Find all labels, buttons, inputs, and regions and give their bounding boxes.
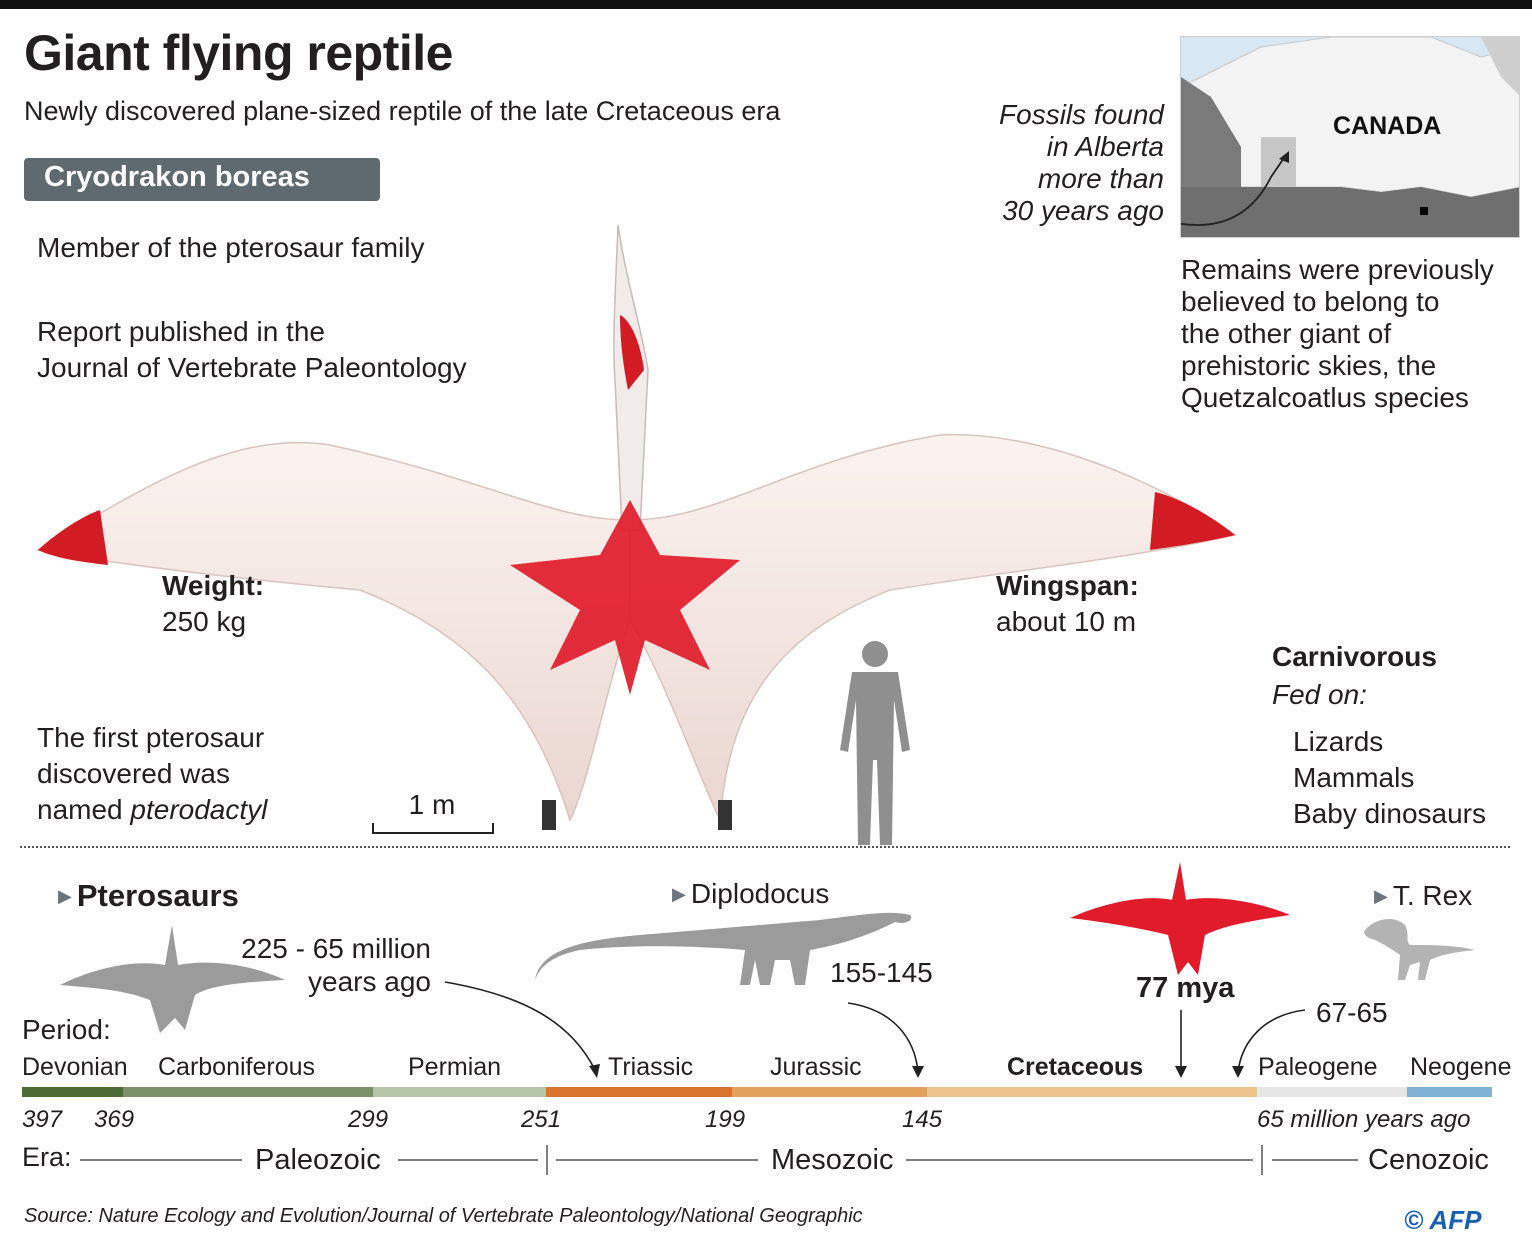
year-tick: 199 [705, 1106, 746, 1133]
cryodrakon-icon [1070, 862, 1290, 975]
period-cretaceous: Cretaceous [1007, 1053, 1144, 1081]
era-heading: Era: [22, 1142, 72, 1172]
present-label: 65 million years ago [1257, 1106, 1471, 1133]
pterosaurs-range: 225 - 65 million years ago [226, 932, 431, 998]
trex-range: 67-65 [1316, 997, 1388, 1028]
diet-block: Carnivorous Fed on: Lizards Mammals Baby… [1272, 638, 1486, 832]
period-bar-triassic [546, 1087, 732, 1097]
map-country-label: CANADA [1333, 112, 1441, 140]
pterosaur-illustration [35, 224, 1237, 830]
pterosaurs-range-line-2: years ago [308, 966, 431, 997]
remains-line-1: Remains were previously [1181, 254, 1494, 285]
cryodrakon-date: 77 mya [1136, 972, 1235, 1004]
wingspan-value: about 10 m [996, 606, 1137, 637]
era-mesozoic: Mesozoic [771, 1144, 894, 1176]
remains-line-2: believed to belong to [1181, 286, 1440, 317]
section-divider [20, 846, 1510, 848]
triangle-icon: ▶ [1374, 886, 1393, 906]
page-title: Giant flying reptile [24, 25, 453, 81]
period-jurassic: Jurassic [770, 1053, 862, 1081]
period-triassic: Triassic [608, 1053, 694, 1081]
first-pterosaur-fact: The first pterosaur discovered was named… [37, 720, 267, 828]
year-tick: 299 [348, 1106, 389, 1133]
era-paleozoic: Paleozoic [255, 1144, 381, 1176]
year-tick: 397 [22, 1106, 63, 1133]
year-tick: 145 [902, 1106, 943, 1133]
triangle-icon: ▶ [672, 884, 691, 904]
wingspan-label: Wingspan: [996, 570, 1139, 601]
period-carboniferous: Carboniferous [158, 1053, 316, 1081]
map-caption-line-1: Fossils found [999, 99, 1164, 130]
canada-map: CANADA [1180, 36, 1520, 238]
period-bar-jurassic [732, 1087, 927, 1097]
year-tick: 369 [94, 1106, 135, 1133]
remains-line-3: the other giant of [1181, 318, 1392, 349]
first-line-3-prefix: named [37, 794, 131, 825]
map-caption: Fossils found in Alberta more than 30 ye… [960, 99, 1164, 227]
scale-line [372, 823, 494, 834]
era-cenozoic: Cenozoic [1368, 1144, 1489, 1176]
period-bar-cretaceous [927, 1087, 1257, 1097]
family-fact: Member of the pterosaur family [37, 232, 425, 263]
first-line-2: discovered was [37, 758, 230, 789]
report-line-2: Journal of Vertebrate Paleontology [37, 352, 467, 383]
diet-heading: Carnivorous [1272, 641, 1437, 672]
scale-bar: 1 m [372, 787, 494, 835]
first-line-1: The first pterosaur [37, 722, 265, 753]
year-tick: 251 [521, 1106, 562, 1133]
period-neogene: Neogene [1410, 1053, 1512, 1081]
diplodocus-range: 155-145 [830, 957, 933, 988]
period-devonian: Devonian [22, 1053, 128, 1081]
period-bar-permian [373, 1087, 546, 1097]
period-bar-neogene [1407, 1087, 1492, 1097]
diet-item: Mammals [1293, 762, 1415, 793]
trex-text: T. Rex [1392, 880, 1473, 911]
pterodactyl-name: pterodactyl [130, 794, 268, 825]
trex-label: ▶ T. Rex [1374, 880, 1472, 912]
diplodocus-label: ▶ Diplodocus [672, 878, 829, 910]
top-rule [0, 0, 1532, 9]
pterosaurs-label: ▶ Pterosaurs [58, 878, 239, 914]
pterosaurs-range-line-1: 225 - 65 million [241, 933, 431, 964]
human-silhouette [840, 641, 910, 845]
page-subtitle: Newly discovered plane-sized reptile of … [24, 96, 781, 126]
remains-line-4: prehistoric skies, the [1181, 350, 1437, 381]
afp-credit: © AFP [1404, 1205, 1482, 1235]
scale-label: 1 m [408, 789, 456, 820]
period-bar-paleogene [1257, 1087, 1407, 1097]
report-fact: Report published in the Journal of Verte… [37, 314, 467, 386]
species-badge: Cryodrakon boreas [24, 158, 380, 201]
pterosaur-icon [60, 925, 285, 1033]
period-bar-devonian [22, 1087, 123, 1097]
diplodocus-icon [535, 912, 912, 985]
period-paleogene: Paleogene [1258, 1053, 1378, 1081]
remains-note: Remains were previously believed to belo… [1181, 254, 1494, 414]
diet-subheading: Fed on: [1272, 679, 1367, 710]
period-heading: Period: [22, 1014, 111, 1045]
diet-item: Baby dinosaurs [1293, 798, 1487, 829]
report-line-1: Report published in the [37, 316, 325, 347]
first-line-3: named pterodactyl [37, 792, 267, 828]
map-caption-line-2: in Alberta [1046, 131, 1164, 162]
weight-value: 250 kg [162, 606, 247, 637]
triangle-icon: ▶ [58, 886, 77, 906]
remains-line-5: Quetzalcoatlus species [1181, 382, 1469, 413]
diet-item: Lizards [1293, 726, 1384, 757]
weight-label: Weight: [162, 570, 265, 601]
trex-icon [1364, 918, 1475, 980]
weight-fact: Weight: 250 kg [162, 568, 264, 640]
map-caption-line-3: more than [1037, 163, 1164, 194]
source-note: Source: Nature Ecology and Evolution/Jou… [24, 1205, 863, 1227]
geologic-timeline [22, 862, 1492, 1175]
period-bar-carboniferous [123, 1087, 373, 1097]
period-permian: Permian [408, 1053, 502, 1081]
map-caption-line-4: 30 years ago [1002, 195, 1164, 226]
pterosaurs-text: Pterosaurs [76, 878, 239, 913]
wingspan-fact: Wingspan: about 10 m [996, 568, 1139, 640]
diplodocus-text: Diplodocus [690, 878, 830, 909]
